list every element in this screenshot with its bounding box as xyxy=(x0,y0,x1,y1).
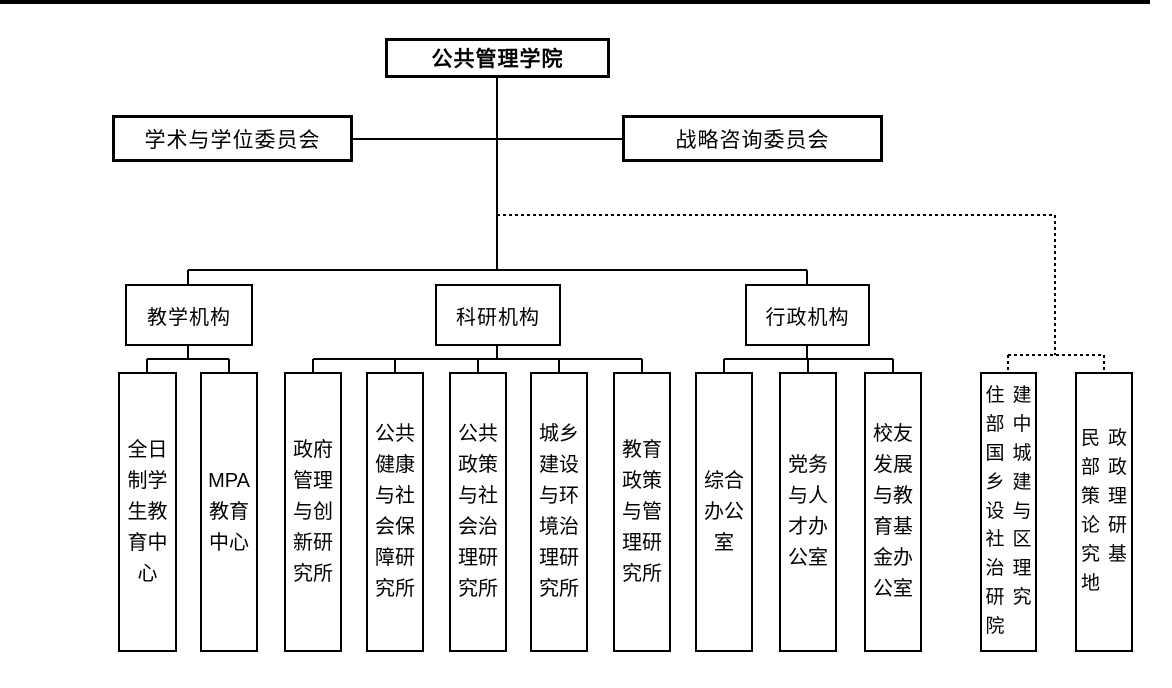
leaf-label: 综合办公室 xyxy=(704,469,744,554)
node-leaf-urban-rural-environment-governance-institute: 城乡建设与环境治理研究所 xyxy=(530,372,588,652)
affiliated-dotted-lines xyxy=(497,214,1105,372)
node-leaf-party-talent-office: 党务与人才办公室 xyxy=(779,372,837,652)
leaf-label: 公共健康与社会保障研究所 xyxy=(375,423,415,600)
leaf-label: 城乡建设与环境治理研究所 xyxy=(539,423,579,600)
node-root: 公共管理学院 xyxy=(385,38,610,78)
leaf-label: 公共政策与社会治理研究所 xyxy=(458,423,498,600)
node-leaf-mpa-education-center: MPA教育中心 xyxy=(200,372,258,652)
node-branch-teaching: 教学机构 xyxy=(125,284,253,346)
branch-bar xyxy=(187,269,808,284)
leaf-label: 住建部中国城乡建设与社区治理研究院 xyxy=(985,385,1032,638)
node-leaf-gov-management-innovation-institute: 政府管理与创新研究所 xyxy=(284,372,342,652)
research-sub-lines xyxy=(312,346,643,372)
page-edge-bar xyxy=(0,0,1150,4)
node-branch-admin: 行政机构 xyxy=(745,284,870,346)
node-leaf-general-office: 综合办公室 xyxy=(695,372,753,652)
node-committee-academic-degree: 学术与学位委员会 xyxy=(112,115,353,162)
node-affiliated-mca-policy-theory-research-base: 民政部政策理论研究基地 xyxy=(1075,372,1133,652)
node-leaf-public-health-social-security-institute: 公共健康与社会保障研究所 xyxy=(366,372,424,652)
leaf-label: 全日制学生教育中心 xyxy=(127,438,168,585)
admin-sub-lines xyxy=(723,346,894,372)
leaf-label: MPA教育中心 xyxy=(208,469,250,554)
leaf-label: 党务与人才办公室 xyxy=(788,454,828,569)
leaf-label: 民政部政策理论研究基地 xyxy=(1081,428,1127,594)
leaf-label: 教育政策与管理研究所 xyxy=(622,438,662,585)
node-leaf-education-policy-management-institute: 教育政策与管理研究所 xyxy=(613,372,671,652)
node-committee-strategy-advisory: 战略咨询委员会 xyxy=(622,115,883,162)
node-leaf-fulltime-education-center: 全日制学生教育中心 xyxy=(118,372,177,652)
node-affiliated-mohurd-community-governance-institute: 住建部中国城乡建设与社区治理研究院 xyxy=(980,372,1037,652)
leaf-label: 校友发展与教育基金办公室 xyxy=(873,423,913,600)
leaf-label: 政府管理与创新研究所 xyxy=(293,438,333,585)
node-leaf-alumni-education-fund-office: 校友发展与教育基金办公室 xyxy=(864,372,922,652)
teaching-sub-lines xyxy=(146,346,230,372)
node-branch-research: 科研机构 xyxy=(435,284,561,346)
node-leaf-public-policy-social-governance-institute: 公共政策与社会治理研究所 xyxy=(449,372,507,652)
